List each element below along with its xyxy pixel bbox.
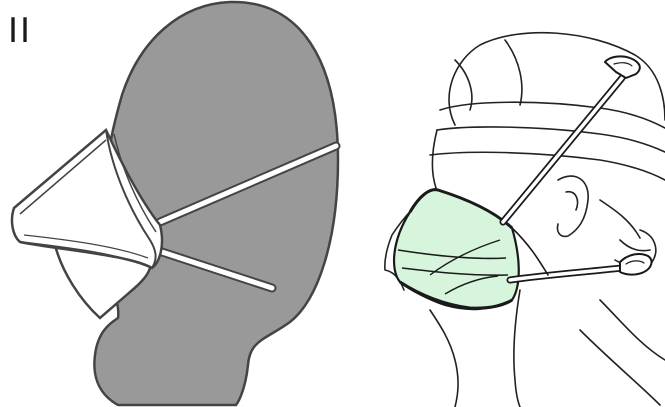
upper-tie-loop xyxy=(605,56,640,78)
green-surgical-mask xyxy=(394,190,519,309)
respirator-head-drawing xyxy=(12,2,338,405)
head-outline xyxy=(449,33,665,125)
ear xyxy=(557,176,588,236)
lower-tie-loop xyxy=(620,254,651,275)
